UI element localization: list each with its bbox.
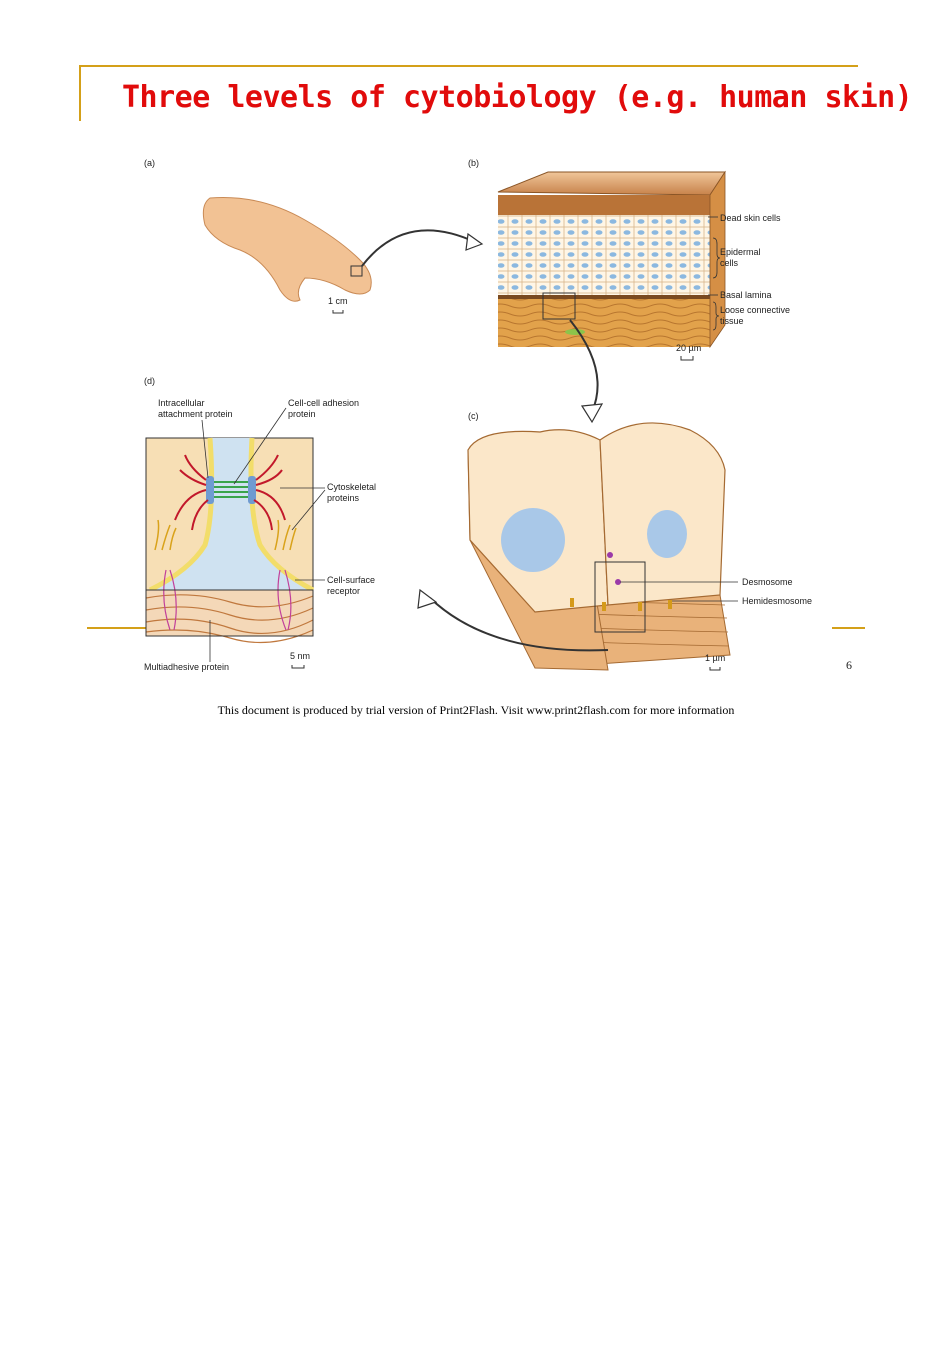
scale-tick-b <box>680 356 694 361</box>
scale-bar-a: 1 cm <box>328 296 348 306</box>
slide-left-rule <box>79 65 81 121</box>
label-dead-skin-cells: Dead skin cells <box>720 213 781 223</box>
label-cell-adhesion-1: Cell-cell adhesion <box>288 398 359 408</box>
scale-bar-b: 20 µm <box>676 343 701 353</box>
cell-junction-illustration <box>145 437 315 644</box>
panel-c-label: (c) <box>468 411 479 421</box>
scale-bar-d: 5 nm <box>290 651 310 661</box>
label-desmosome: Desmosome <box>742 577 793 587</box>
arrow-b-to-c-head <box>580 403 604 424</box>
scale-tick-d <box>291 665 305 669</box>
label-cell-surface-1: Cell-surface <box>327 575 375 585</box>
panel-d-label: (d) <box>144 376 155 386</box>
scale-tick-a <box>332 310 344 314</box>
label-loose-connective-1: Loose connective <box>720 305 790 315</box>
label-basal-lamina: Basal lamina <box>720 290 772 300</box>
panel-a-label: (a) <box>144 158 155 168</box>
label-intracellular-2: attachment protein <box>158 409 233 419</box>
arrow-c-to-d <box>429 597 609 652</box>
label-loose-connective-2: tissue <box>720 316 744 326</box>
finger-illustration <box>202 197 372 302</box>
label-hemidesmosome: Hemidesmosome <box>742 596 812 606</box>
scale-bar-c: 1 µm <box>705 653 725 663</box>
label-cell-adhesion-2: protein <box>288 409 316 419</box>
arrow-b-to-c <box>569 319 599 413</box>
label-epidermal-cells-1: Epidermal <box>720 247 761 257</box>
arrow-a-to-b <box>361 229 476 267</box>
slide-bottom-left-rule <box>87 627 147 629</box>
panel-b-label: (b) <box>468 158 479 168</box>
arrow-c-to-d-head <box>417 588 438 609</box>
label-multiadhesive: Multiadhesive protein <box>144 662 229 672</box>
skin-figure: (a) 1 cm (b) Dead skin cells Epidermal c… <box>144 158 812 672</box>
slide-title: Three levels of cytobiology (e.g. human … <box>122 80 913 115</box>
label-cytoskeletal-1: Cytoskeletal <box>327 482 376 492</box>
page-number: 6 <box>846 658 852 672</box>
arrow-a-to-b-head <box>465 232 484 251</box>
label-epidermal-cells-2: cells <box>720 258 739 268</box>
epithelial-cells-illustration <box>467 422 731 671</box>
skin-block-illustration <box>497 170 726 349</box>
label-cytoskeletal-2: proteins <box>327 493 360 503</box>
label-cell-surface-2: receptor <box>327 586 360 596</box>
trial-version-notice: This document is produced by trial versi… <box>217 703 735 717</box>
scale-tick-c <box>709 667 721 671</box>
label-intracellular-1: Intracellular <box>158 398 205 408</box>
slide-top-rule <box>79 65 858 67</box>
slide-bottom-right-rule <box>832 627 865 629</box>
